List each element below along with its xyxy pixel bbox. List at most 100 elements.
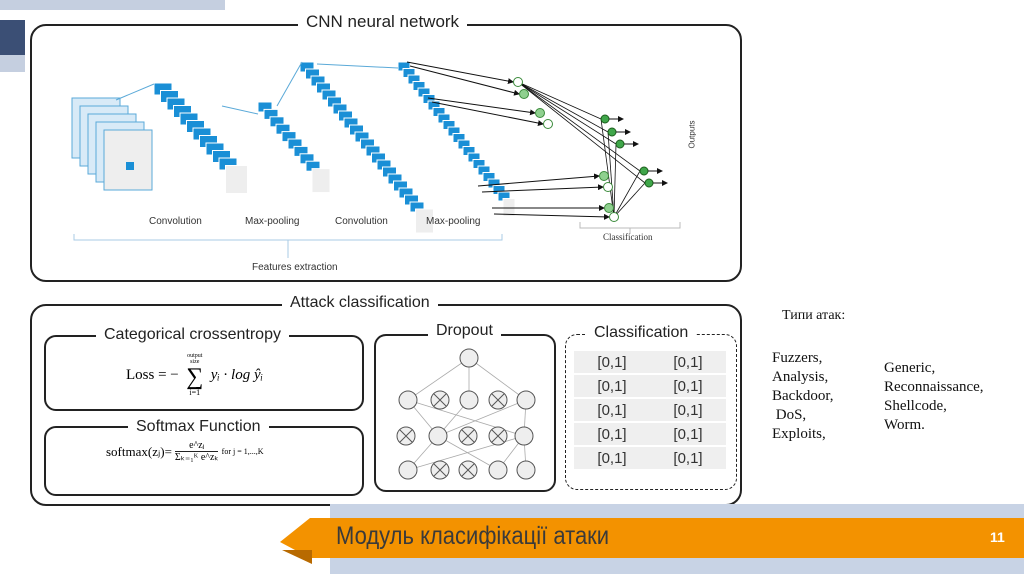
classification-cell: [0,1] <box>673 377 703 395</box>
hidden-node <box>603 182 613 192</box>
sum-icon: ∑ <box>186 364 204 390</box>
classification-cell: [0,1] <box>673 425 703 443</box>
stage-label: Max-pooling <box>245 216 300 227</box>
classification-cell: [0,1] <box>673 353 703 371</box>
sum-top: output size <box>187 353 203 365</box>
edge <box>517 81 641 172</box>
classification-cell: [0,1] <box>597 449 627 467</box>
types-heading: Типи атак: <box>782 308 846 323</box>
cnn-title: CNN neural network <box>298 12 468 32</box>
stage-label: Convolution <box>149 216 202 227</box>
connector <box>276 61 303 107</box>
crossentropy-box: Loss = − output size ∑ i=1 yᵢ · log ŷᵢ <box>44 335 364 411</box>
dropped-x-icon <box>461 429 475 443</box>
classification-row: [0,1] [0,1] <box>574 399 726 421</box>
classification-bracket <box>579 222 681 234</box>
hidden-node <box>543 119 553 129</box>
softmax-denominator: Σₖ₌₁ᴷ e^zₖ <box>174 452 219 463</box>
neuron <box>516 460 536 480</box>
types-right: Generic, Reconnaissance, Shellcode, Worm… <box>884 359 984 435</box>
dropout-box <box>374 334 556 492</box>
attack-type: Exploits, <box>772 426 826 442</box>
neuron <box>516 390 536 410</box>
arrow <box>481 184 604 193</box>
dropout-edge <box>468 357 527 401</box>
decor-block <box>0 20 25 55</box>
output-node <box>615 139 625 149</box>
arrow <box>427 97 536 116</box>
neuron <box>428 426 448 446</box>
hidden-node <box>519 89 529 99</box>
classification-label: Classification <box>603 232 653 242</box>
output-node <box>644 178 654 188</box>
hidden-node <box>609 212 619 222</box>
stage-label: Max-pooling <box>426 216 481 227</box>
sum-bottom: i=1 <box>189 388 201 397</box>
softmax-lhs: softmax(zⱼ)= <box>106 443 172 459</box>
attack-type: Backdoor, <box>772 388 834 404</box>
softmax-title: Softmax Function <box>128 418 269 436</box>
dropped-x-icon <box>491 429 505 443</box>
softmax-box: softmax(zⱼ)= e^zⱼ Σₖ₌₁ᴷ e^zₖ for j = 1,.… <box>44 426 364 496</box>
outputs-label: Outputs <box>687 120 697 149</box>
output-node <box>607 127 617 137</box>
dropped-x-icon <box>491 393 505 407</box>
arrow <box>406 61 514 85</box>
classification-box: [0,1] [0,1] [0,1] [0,1] [0,1] [0,1] [0,1] [0,1]… <box>565 334 737 490</box>
softmax-condition: for j = 1,...,K <box>221 447 264 456</box>
arrow <box>431 101 544 126</box>
page-number: 11 <box>990 529 1005 545</box>
classification-cell: [0,1] <box>597 425 627 443</box>
neuron <box>459 390 479 410</box>
pool1-map <box>311 168 331 194</box>
classification-title: Classification <box>586 324 697 342</box>
connector <box>115 83 155 101</box>
edge <box>517 81 646 184</box>
neuron <box>488 460 508 480</box>
arrow <box>493 213 610 220</box>
hidden-node <box>599 171 609 181</box>
classification-cell: [0,1] <box>673 401 703 419</box>
dropout-edge <box>407 357 470 401</box>
dropout-title: Dropout <box>428 322 501 340</box>
attack-type: Shellcode, <box>884 398 947 414</box>
classification-cell: [0,1] <box>597 377 627 395</box>
footer-banner <box>280 518 1024 558</box>
output-node <box>639 166 649 176</box>
hidden-node <box>513 77 523 87</box>
classification-cell: [0,1] <box>597 401 627 419</box>
dropped-x-icon <box>433 393 447 407</box>
footer-fold <box>282 550 312 564</box>
edge <box>613 182 646 218</box>
input-map <box>103 129 153 191</box>
dropout-edge <box>437 435 499 471</box>
classification-cell: [0,1] <box>597 353 627 371</box>
connector <box>316 63 399 69</box>
neuron <box>459 348 479 368</box>
attack-type: Analysis, <box>772 369 829 385</box>
connector <box>221 105 259 115</box>
classification-row: [0,1][0,1] <box>574 447 726 469</box>
hidden-node <box>604 203 614 213</box>
edge <box>517 81 617 145</box>
dropped-x-icon <box>461 463 475 477</box>
dropped-x-icon <box>433 463 447 477</box>
edge <box>600 118 615 218</box>
edge <box>607 131 615 218</box>
neuron <box>398 390 418 410</box>
neuron <box>398 460 418 480</box>
kernel <box>126 162 134 170</box>
edge <box>517 81 609 133</box>
edge <box>613 143 617 218</box>
attack-type: DoS, <box>772 407 807 423</box>
dropout-graphic <box>396 348 536 480</box>
footer-title: Модуль класифікації атаки <box>336 522 610 550</box>
hidden-node <box>535 108 545 118</box>
types-left: Fuzzers, Analysis, Backdoor, DoS, Exploi… <box>772 349 833 444</box>
loss-lhs: Loss = − <box>126 366 179 383</box>
loss-rhs: yᵢ · log ŷᵢ <box>210 366 263 383</box>
conv1-map <box>225 165 248 194</box>
attack-type: Reconnaissance, <box>884 379 984 395</box>
neuron <box>514 426 534 446</box>
classification-row: [0,1] [0,1] <box>574 375 726 397</box>
